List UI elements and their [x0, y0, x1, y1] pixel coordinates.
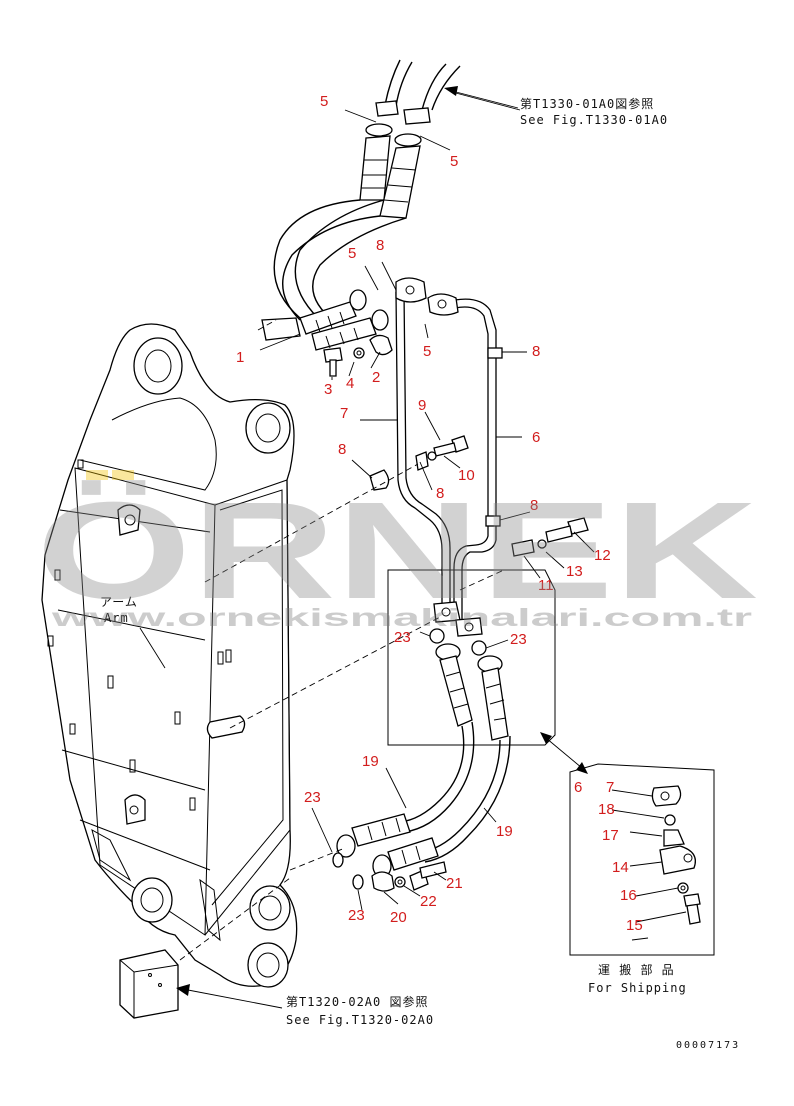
shipping-callout-17: 17 — [602, 827, 619, 844]
lower-hoses — [332, 721, 511, 892]
shipping-box — [569, 763, 715, 956]
callout-23a: 23 — [394, 629, 411, 646]
callout-5b: 5 — [450, 153, 458, 170]
callout-6: 6 — [532, 429, 540, 446]
hose-ends-upper — [261, 289, 389, 351]
shipping-label-ja: 運 搬 部 品 — [598, 962, 675, 977]
arm-label-ja: アーム — [100, 595, 138, 609]
steel-tubes — [369, 277, 589, 637]
callout-12: 12 — [594, 547, 611, 564]
watermark: ÖRNEK www.ornekismakinalari.com.tr — [36, 470, 758, 632]
callout-8c: 8 — [338, 441, 346, 458]
callout-21: 21 — [446, 875, 463, 892]
shipping-callout-18: 18 — [598, 801, 615, 818]
callout-5d: 5 — [423, 343, 431, 360]
ref-lower-en: See Fig.T1320-02A0 — [286, 1013, 434, 1027]
callout-23c: 23 — [304, 789, 321, 806]
callout-4: 4 — [346, 375, 354, 392]
callout-9: 9 — [418, 397, 426, 414]
callout-23b: 23 — [510, 631, 527, 648]
upper-hoses — [273, 59, 461, 323]
leader-lines — [139, 86, 687, 1009]
callout-8a: 8 — [376, 237, 384, 254]
drawing-number: 00007173 — [676, 1040, 740, 1051]
callout-8e: 8 — [530, 497, 538, 514]
callout-3: 3 — [324, 381, 332, 398]
callout-5c: 5 — [348, 245, 356, 262]
callout-19b: 19 — [496, 823, 513, 840]
watermark-dot-left — [86, 470, 108, 480]
ref-upper-ja: 第T1330-01A0図参照 — [520, 96, 654, 111]
shipping-callout-15: 15 — [626, 917, 643, 934]
valve-block — [119, 949, 179, 1019]
callout-8d: 8 — [436, 485, 444, 502]
shipping-callout-6: 6 — [574, 779, 582, 796]
callout-1: 1 — [236, 349, 244, 366]
shipping-label-en: For Shipping — [588, 981, 687, 995]
callout-2: 2 — [372, 369, 380, 386]
watermark-url: www.ornekismakinalari.com.tr — [50, 604, 752, 632]
ref-upper-en: See Fig.T1330-01A0 — [520, 113, 668, 127]
callout-13: 13 — [566, 563, 583, 580]
clamp-parts — [323, 334, 393, 377]
callout-20: 20 — [390, 909, 407, 926]
shipping-callout-16: 16 — [620, 887, 637, 904]
callout-8b: 8 — [532, 343, 540, 360]
callout-11: 11 — [538, 577, 554, 594]
callout-19a: 19 — [362, 753, 379, 770]
watermark-brand: ÖRNEK — [36, 474, 758, 628]
ref-lower-ja: 第T1320-02A0 図参照 — [286, 994, 428, 1009]
callout-22: 22 — [420, 893, 437, 910]
callout-10: 10 — [458, 467, 475, 484]
detail-box — [387, 569, 556, 746]
callout-numbers: 5 5 5 8 5 1 2 3 4 8 7 9 6 8 10 8 8 12 13… — [236, 93, 643, 934]
callout-23d: 23 — [348, 907, 365, 924]
callout-5a: 5 — [320, 93, 328, 110]
callout-7: 7 — [340, 405, 348, 422]
arm-label-en: Arm — [104, 611, 129, 625]
arm-body — [41, 323, 298, 988]
watermark-dot-right — [112, 470, 134, 480]
shipping-callout-7: 7 — [606, 779, 614, 796]
shipping-callout-14: 14 — [612, 859, 629, 876]
